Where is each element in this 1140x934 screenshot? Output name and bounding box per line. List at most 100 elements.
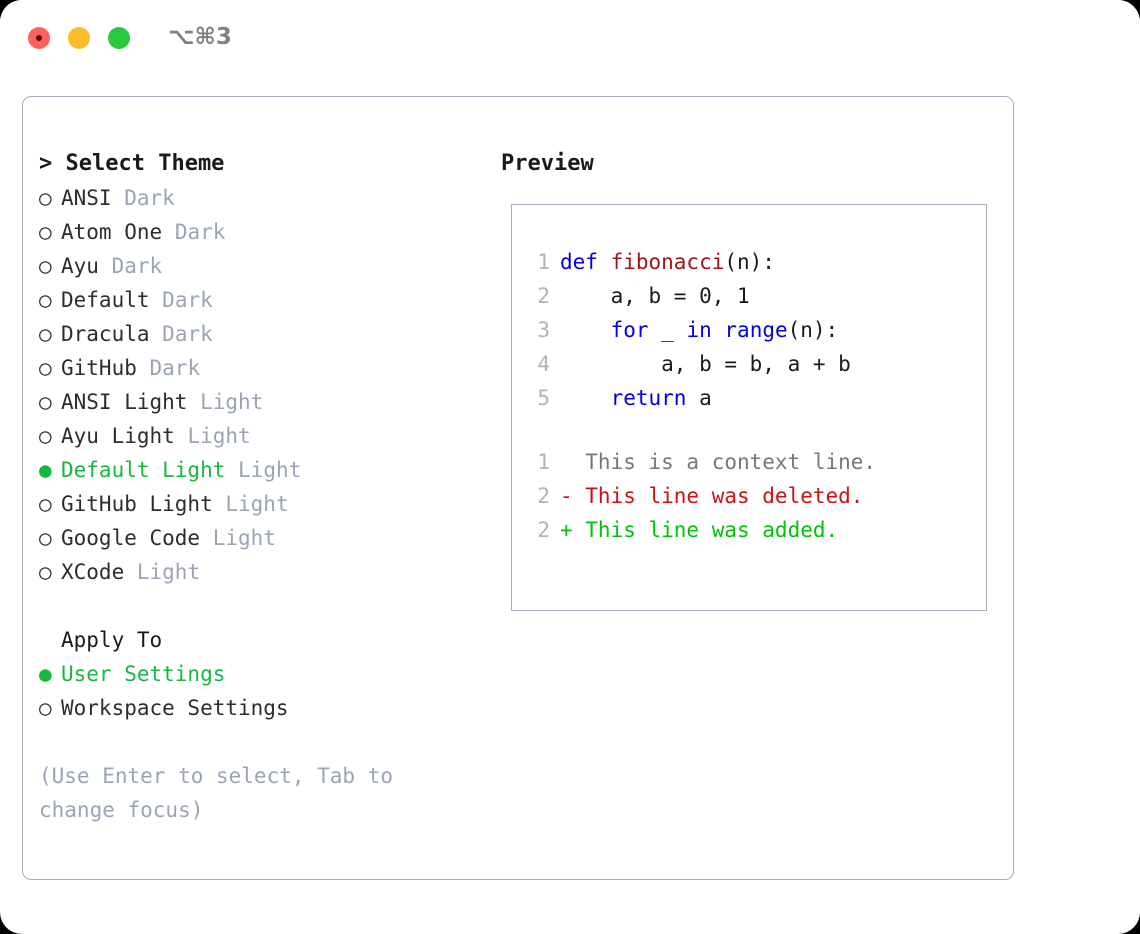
diff-sample: 1 This is a context line. 2 - This line wa… (524, 445, 980, 547)
radio-unselected-icon: ○ (39, 390, 52, 414)
code-token (560, 318, 611, 342)
preview-header: Preview (501, 151, 594, 176)
radio-unselected-icon: ○ (39, 492, 52, 516)
theme-option-label: Default (61, 288, 150, 312)
code-token: range (724, 318, 788, 342)
spacer (112, 181, 125, 215)
theme-mode-badge: Light (225, 492, 289, 516)
code-token: a (686, 386, 712, 410)
theme-mode-badge: Dark (124, 186, 175, 210)
code-token: (n): (724, 250, 775, 274)
code-line: 4 a, b = b, a + b (524, 347, 980, 381)
theme-mode-badge: Light (136, 560, 201, 584)
theme-mode-badge: Dark (162, 288, 213, 312)
theme-option-row[interactable]: ○Atom One Dark (39, 215, 489, 249)
code-line: 2 - This line was deleted. (524, 479, 980, 513)
code-token (712, 318, 725, 342)
code-line-text: + This line was added. (560, 513, 838, 547)
theme-option-label: ANSI (61, 186, 112, 210)
line-number: 2 (537, 284, 550, 308)
minimize-window-button[interactable] (68, 27, 90, 49)
theme-mode-badge: Light (238, 458, 302, 482)
theme-option-label: ANSI Light (61, 390, 188, 414)
apply-to-header: Apply To (61, 628, 163, 652)
theme-option-row[interactable]: ○Ayu Light Light (39, 419, 489, 453)
code-spacer (524, 415, 980, 445)
radio-unselected-icon: ○ (39, 288, 52, 312)
theme-option-label: Default Light (61, 458, 226, 482)
line-number: 2 (537, 484, 550, 508)
code-line: 3 for _ in range(n): (524, 313, 980, 347)
spacer (187, 385, 200, 419)
theme-option-row[interactable]: ○ Ayu Dark (39, 249, 489, 283)
line-number: 2 (537, 518, 550, 542)
line-number: 4 (537, 352, 550, 376)
code-line-text: - This line was deleted. (560, 479, 863, 513)
theme-option-label: GitHub Light (61, 492, 213, 516)
code-line-text: This is a context line. (560, 445, 876, 479)
theme-option-row[interactable]: ○ANSI Dark (39, 181, 489, 215)
code-line: 1 This is a context line. (524, 445, 980, 479)
theme-option-row[interactable]: ○ GitHub Light Light (39, 487, 489, 521)
select-theme-header: > Select Theme (39, 151, 225, 176)
theme-option-row[interactable]: ○ XCode Light (39, 555, 489, 589)
apply-to-option-row[interactable]: ○ Workspace Settings (39, 691, 489, 725)
radio-unselected-icon: ○ (39, 254, 52, 278)
code-token: def (560, 250, 611, 274)
radio-selected-icon: ● (39, 458, 52, 482)
theme-option-row[interactable]: ○ANSI Light Light (39, 385, 489, 419)
theme-option-label: Atom One (61, 220, 163, 244)
theme-option-label: Google Code (61, 526, 201, 550)
code-token: fibonacci (610, 250, 725, 274)
theme-option-row[interactable]: ○ Default Dark (39, 283, 489, 317)
theme-option-label: Ayu (61, 254, 99, 278)
theme-option-row[interactable]: ○ Google Code Light (39, 521, 489, 555)
apply-to-option-label: Workspace Settings (61, 696, 289, 720)
radio-unselected-icon: ○ (39, 560, 52, 584)
code-token: This is a context line. (560, 450, 877, 474)
radio-unselected-icon: ○ (39, 322, 52, 346)
radio-unselected-icon: ○ (39, 696, 52, 720)
theme-option-row[interactable]: ● Default Light Light (39, 453, 489, 487)
spacer (124, 555, 137, 589)
spacer (162, 215, 175, 249)
line-number: 3 (537, 318, 550, 342)
theme-mode-badge: Light (212, 526, 276, 550)
code-token: _ (648, 318, 687, 342)
close-window-button[interactable] (28, 27, 50, 49)
code-line-text: a, b = 0, 1 (560, 279, 750, 313)
code-token: + This line was added. (560, 518, 839, 542)
theme-option-label: Ayu Light (61, 424, 175, 448)
theme-mode-badge: Dark (162, 322, 213, 346)
line-number: 5 (537, 386, 550, 410)
line-number: 1 (537, 450, 550, 474)
maximize-window-button[interactable] (108, 27, 130, 49)
code-line: 5 return a (524, 381, 980, 415)
spacer (150, 283, 163, 317)
code-token: a, b = b, a + b (560, 352, 851, 376)
radio-unselected-icon: ○ (39, 526, 52, 550)
code-line-text: return a (560, 381, 712, 415)
spacer (200, 521, 213, 555)
code-token: return (610, 386, 687, 410)
spacer (150, 317, 163, 351)
theme-option-row[interactable]: ○Dracula Dark (39, 317, 489, 351)
theme-mode-badge: Dark (111, 254, 163, 278)
code-line: 2 + This line was added. (524, 513, 980, 547)
spacer (99, 249, 112, 283)
apply-to-list: ●User Settings ○ Workspace Settings (39, 657, 489, 725)
apply-to-option-label: User Settings (61, 662, 226, 686)
theme-option-label: XCode (61, 560, 125, 584)
theme-mode-badge: Dark (149, 356, 201, 380)
title-bar: ⌥⌘3 (0, 0, 1140, 78)
spacer (213, 487, 226, 521)
apply-to-option-row[interactable]: ●User Settings (39, 657, 489, 691)
theme-option-row[interactable]: ○GitHub Dark (39, 351, 489, 385)
main-panel: > Select Theme ○ANSI Dark○Atom One Dark○… (22, 96, 1014, 880)
